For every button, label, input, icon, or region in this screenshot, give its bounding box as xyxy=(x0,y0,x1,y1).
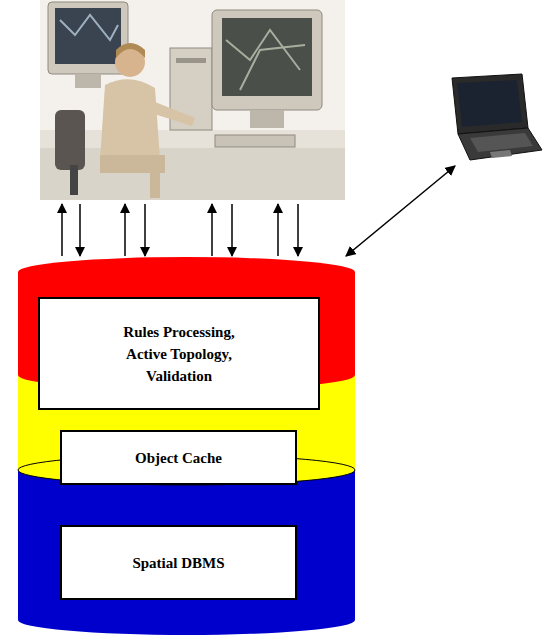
layer-label: Object Cache xyxy=(135,447,222,469)
layer-box: Rules Processing, Active Topology, Valid… xyxy=(38,297,320,410)
layer-box: Object Cache xyxy=(60,430,297,485)
layer-box: Spatial DBMS xyxy=(60,525,297,600)
layer-label: Spatial DBMS xyxy=(132,552,224,574)
workstation-photo xyxy=(40,0,345,200)
request-arrows xyxy=(62,166,455,256)
layer-label: Rules Processing, Active Topology, Valid… xyxy=(104,321,254,387)
database-cylinder xyxy=(18,257,355,635)
laptop-icon xyxy=(452,74,542,160)
